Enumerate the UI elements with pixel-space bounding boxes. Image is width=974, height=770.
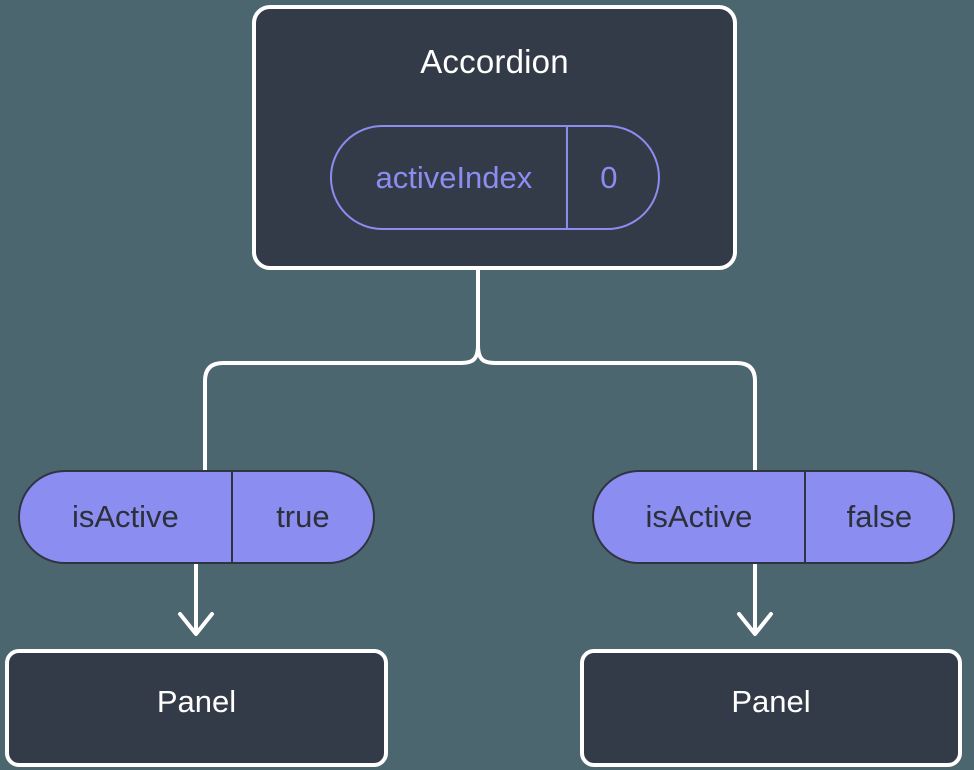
panel-node-right[interactable]: Panel	[580, 649, 962, 767]
prop-pill-key: isActive	[71, 499, 179, 534]
connector-branch-right	[476, 343, 757, 472]
prop-pill-is-active-false[interactable]: isActive false	[592, 470, 955, 564]
arrow-left-head-icon	[178, 612, 214, 636]
accordion-node[interactable]: Accordion activeIndex 0	[252, 5, 737, 270]
state-pill-value: 0	[600, 159, 618, 195]
prop-pill-value: false	[846, 499, 913, 534]
state-pill-active-index[interactable]: activeIndex 0	[329, 125, 660, 230]
prop-pill-key: isActive	[645, 499, 753, 534]
state-pill-key: activeIndex	[375, 159, 533, 195]
accordion-node-label: Accordion	[420, 43, 569, 80]
arrow-right-head-icon	[737, 612, 773, 636]
prop-pill-is-active-true[interactable]: isActive true	[18, 470, 375, 564]
prop-pill-divider	[230, 472, 233, 562]
prop-pill-divider	[803, 472, 806, 562]
panel-node-label: Panel	[156, 683, 237, 719]
state-pill-divider	[566, 127, 569, 228]
connector-branch-left	[203, 343, 480, 472]
panel-node-left[interactable]: Panel	[5, 649, 388, 767]
panel-node-label: Panel	[731, 683, 811, 719]
prop-pill-value: true	[276, 499, 330, 534]
